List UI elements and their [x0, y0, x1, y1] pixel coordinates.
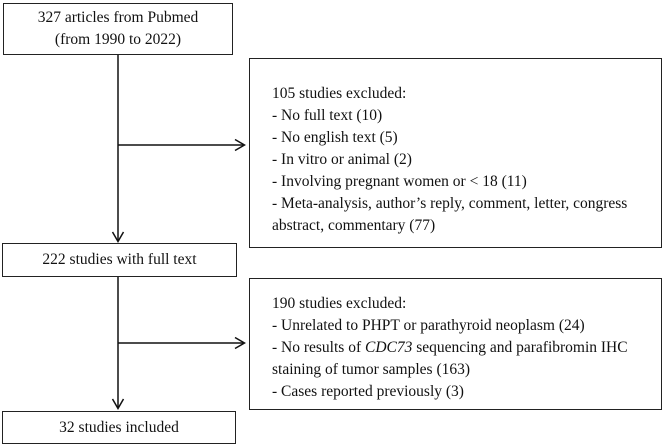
box-full-text: 222 studies with full text [2, 243, 237, 277]
included-label: 32 studies included [59, 418, 179, 436]
full-text-label: 222 studies with full text [42, 251, 197, 268]
excluded-second-item: - No results of CDC73 sequencing and par… [272, 337, 635, 381]
excluded-first-item: - No full text (10) [272, 107, 383, 124]
box-articles-identified: 327 articles from Pubmed (from 1990 to 2… [3, 3, 233, 55]
articles-count-line: 327 articles from Pubmed [37, 9, 199, 26]
excluded-first-item: - Meta-analysis, author’s reply, comment… [272, 195, 628, 234]
down-arrowhead-icon [111, 398, 125, 410]
excluded-first-item: - No english text (5) [272, 129, 398, 146]
excluded-first-item: - Involving pregnant women or < 18 (11) [272, 173, 527, 190]
excluded-second-title: 190 studies excluded: [272, 295, 407, 312]
right-arrowhead-icon [234, 138, 246, 152]
excluded-second-item: - Cases reported previously (3) [272, 383, 464, 400]
excluded-first-title: 105 studies excluded: [272, 85, 407, 102]
no-results-post: sequencing and parafibromin IHC staining… [272, 339, 628, 378]
gene-name-cdc73: CDC73 [365, 339, 413, 356]
excluded-first-item: - In vitro or animal (2) [272, 151, 412, 168]
excluded-second-item: - Unrelated to PHPT or parathyroid neopl… [272, 317, 585, 334]
box-excluded-first: 105 studies excluded: - No full text (10… [249, 58, 662, 248]
box-included: 32 studies included [2, 411, 236, 444]
articles-years-line: (from 1990 to 2022) [54, 31, 182, 48]
no-results-pre: - No results of [272, 339, 365, 356]
right-arrowhead-icon [234, 336, 246, 350]
down-arrowhead-icon [111, 231, 125, 243]
box-excluded-second: 190 studies excluded: - Unrelated to PHP… [249, 278, 662, 410]
